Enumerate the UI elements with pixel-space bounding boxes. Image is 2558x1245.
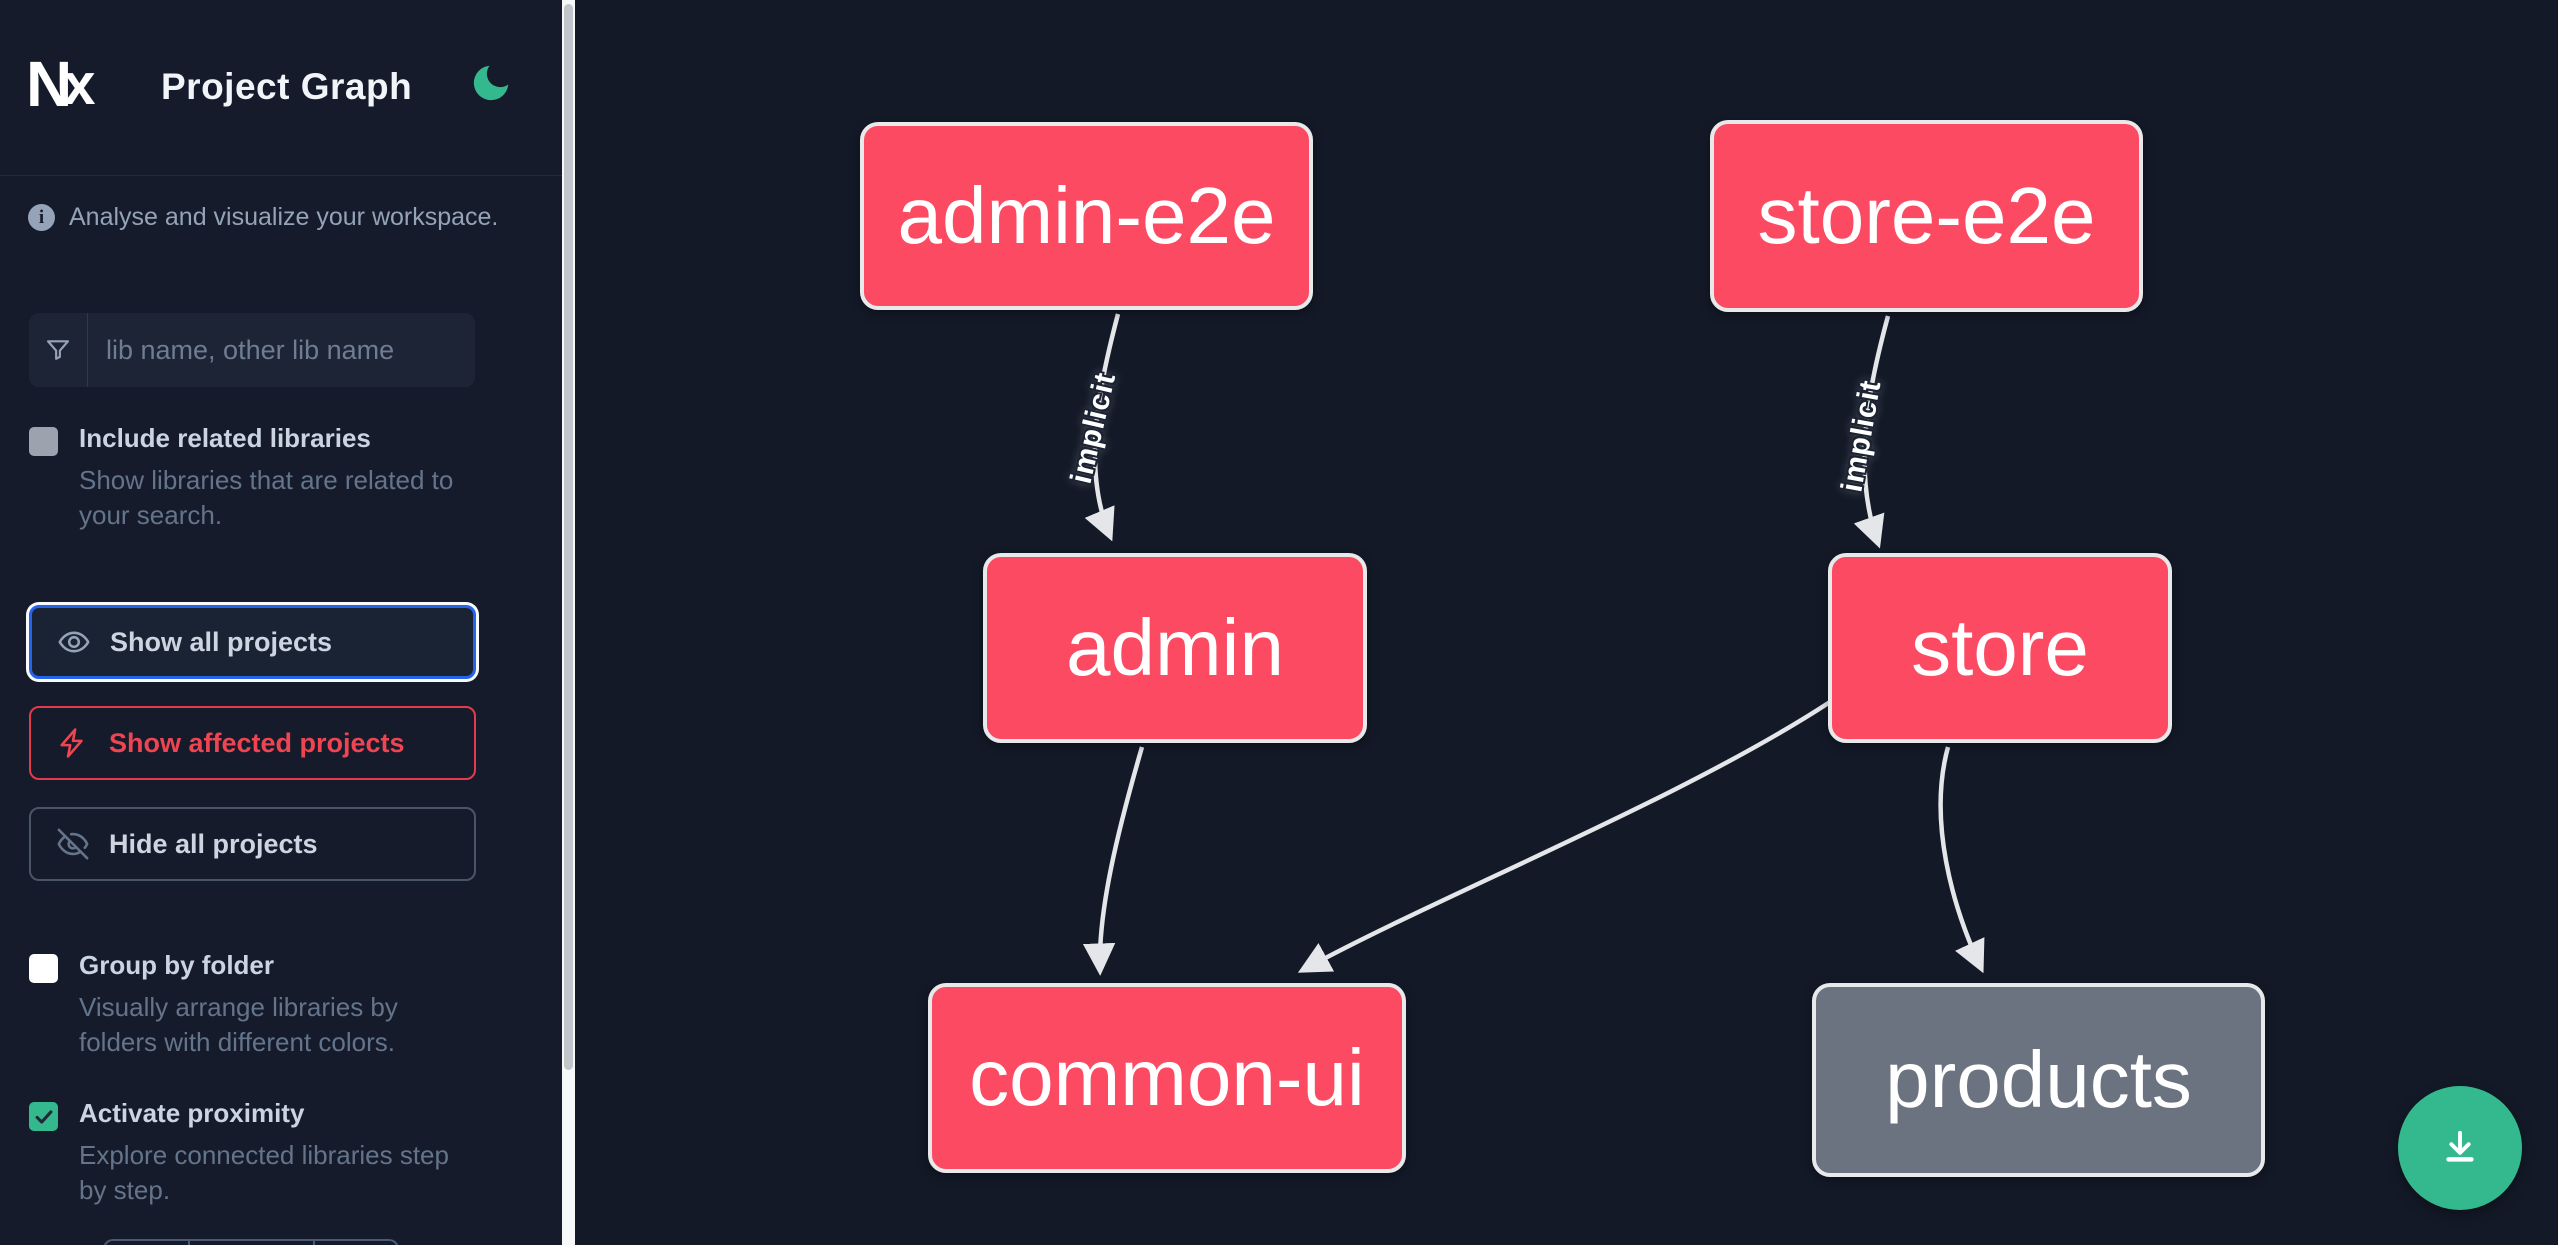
option-group-by-folder: Group by folder Visually arrange librari…: [29, 952, 464, 1061]
download-icon: [2446, 1130, 2474, 1162]
option-label: Group by folder: [79, 950, 274, 980]
filter-input[interactable]: [88, 313, 478, 387]
group-by-folder-checkbox[interactable]: [29, 954, 58, 983]
graph-node-admin-e2e[interactable]: admin-e2e: [860, 122, 1313, 310]
filter-box: [29, 313, 478, 387]
eye-off-icon: [57, 828, 89, 860]
download-image-button[interactable]: [2398, 1086, 2522, 1210]
activate-proximity-checkbox[interactable]: [29, 1102, 58, 1131]
graph-node-common-ui[interactable]: common-ui: [928, 983, 1406, 1173]
moon-icon[interactable]: [468, 60, 514, 106]
option-label: Include related libraries: [79, 423, 371, 453]
option-description: Visually arrange libraries by folders wi…: [79, 992, 398, 1058]
graph-node-store-e2e[interactable]: store-e2e: [1710, 120, 2143, 312]
option-label: Activate proximity: [79, 1098, 305, 1128]
info-icon: i: [28, 204, 55, 231]
sidebar-scrollbar-track[interactable]: [562, 0, 575, 1245]
show-affected-projects-button[interactable]: Show affected projects: [29, 706, 476, 780]
include-related-checkbox[interactable]: [29, 427, 58, 456]
hide-all-projects-button[interactable]: Hide all projects: [29, 807, 476, 881]
graph-node-store[interactable]: store: [1828, 553, 2172, 743]
graph-node-products[interactable]: products: [1812, 983, 2265, 1177]
proximity-depth-control[interactable]: [103, 1239, 399, 1245]
check-icon: [35, 1109, 52, 1124]
option-description: Show libraries that are related to your …: [79, 465, 454, 531]
option-description: Explore connected libraries step by step…: [79, 1140, 449, 1206]
option-include-related-libraries: Include related libraries Show libraries…: [29, 425, 464, 534]
eye-icon: [58, 631, 90, 653]
bolt-icon: [60, 728, 83, 758]
funnel-icon: [29, 313, 88, 387]
workspace-tagline: i Analyse and visualize your workspace.: [28, 203, 498, 232]
sidebar-scrollbar-thumb[interactable]: [564, 4, 573, 1070]
option-activate-proximity: Activate proximity Explore connected lib…: [29, 1100, 464, 1209]
page-title: Project Graph: [161, 66, 413, 107]
graph-node-admin[interactable]: admin: [983, 553, 1367, 743]
show-all-projects-button[interactable]: Show all projects: [29, 605, 476, 679]
